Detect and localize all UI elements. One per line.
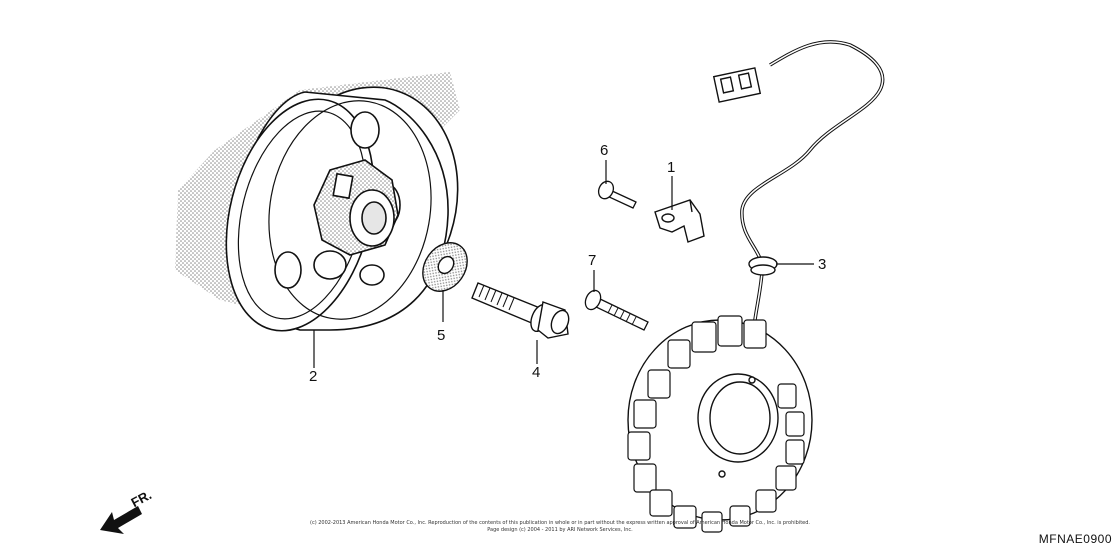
callout-part-7[interactable]: 7 [588, 252, 597, 269]
connector [712, 67, 762, 103]
wire-harness [740, 40, 885, 361]
copyright-line-2: Page design (c) 2004 - 2011 by ARI Netwo… [487, 527, 633, 533]
cord-clamp[interactable] [654, 199, 705, 243]
callout-part-5[interactable]: 5 [437, 327, 446, 344]
callout-part-1[interactable]: 1 [667, 159, 676, 176]
stator-windings [627, 315, 805, 533]
washer[interactable] [414, 234, 477, 300]
copyright-line-1: (c) 2002-2013 American Honda Motor Co., … [310, 520, 810, 526]
leader-lines [313, 160, 814, 368]
bolt-small[interactable] [582, 288, 649, 331]
diagram-code: MFNAE0900 [1038, 532, 1112, 546]
callout-part-2[interactable]: 2 [309, 368, 318, 385]
flange-bolt[interactable] [471, 282, 572, 339]
front-direction-arrow-icon [100, 506, 142, 534]
stator-assembly[interactable] [627, 40, 885, 533]
bolt-clamp[interactable] [596, 179, 637, 209]
callout-part-3[interactable]: 3 [818, 256, 827, 273]
callout-part-4[interactable]: 4 [532, 364, 541, 381]
callout-part-6[interactable]: 6 [600, 142, 609, 159]
copyright-notice: (c) 2002-2013 American Honda Motor Co., … [280, 520, 840, 534]
flywheel[interactable] [175, 62, 487, 349]
